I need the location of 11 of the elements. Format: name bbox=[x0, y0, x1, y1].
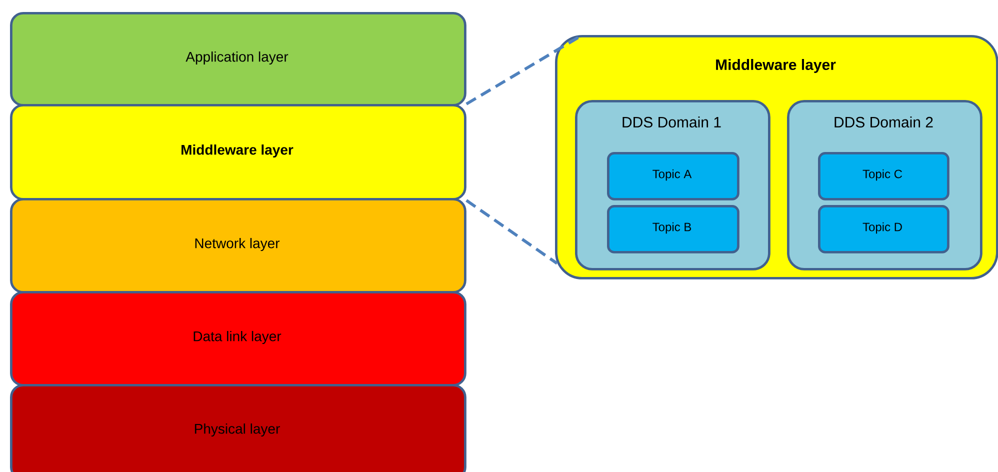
topic-box: Topic C bbox=[818, 152, 950, 200]
layer-box: Application layer bbox=[10, 12, 466, 106]
zoom-line bbox=[466, 36, 580, 106]
topic-box: Topic A bbox=[607, 152, 740, 200]
topic-box: Topic D bbox=[818, 205, 950, 254]
layer-box: Middleware layer bbox=[10, 104, 466, 200]
topic-box: Topic B bbox=[607, 205, 740, 254]
zoom-line bbox=[466, 199, 558, 265]
layer-box: Physical layer bbox=[10, 384, 466, 472]
layer-box: Data link layer bbox=[10, 291, 466, 386]
layer-box: Network layer bbox=[10, 198, 466, 294]
